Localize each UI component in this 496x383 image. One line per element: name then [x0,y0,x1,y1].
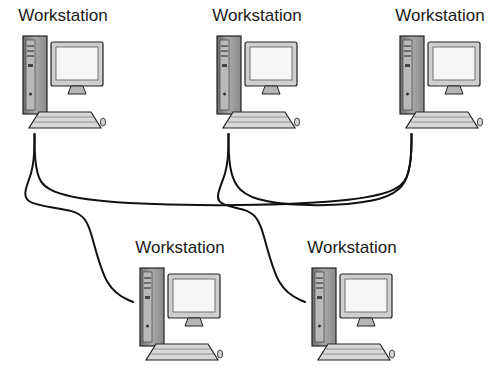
workstation-node: Workstation [210,6,304,134]
workstation-icon [310,266,395,366]
workstation-label: Workstation [305,238,399,258]
workstation-label: Workstation [133,238,227,258]
workstation-icon [398,34,483,134]
workstation-node: Workstation [133,238,227,366]
network-cable [35,134,412,205]
workstation-label: Workstation [393,6,487,26]
workstation-node: Workstation [305,238,399,366]
workstation-node: Workstation [393,6,487,134]
network-cable [229,134,412,205]
network-cable [25,134,133,302]
workstation-icon [215,34,300,134]
workstation-icon [21,34,106,134]
workstation-label: Workstation [210,6,304,26]
workstation-node: Workstation [16,6,110,134]
workstation-label: Workstation [16,6,110,26]
network-cable [218,134,305,302]
workstation-icon [138,266,223,366]
